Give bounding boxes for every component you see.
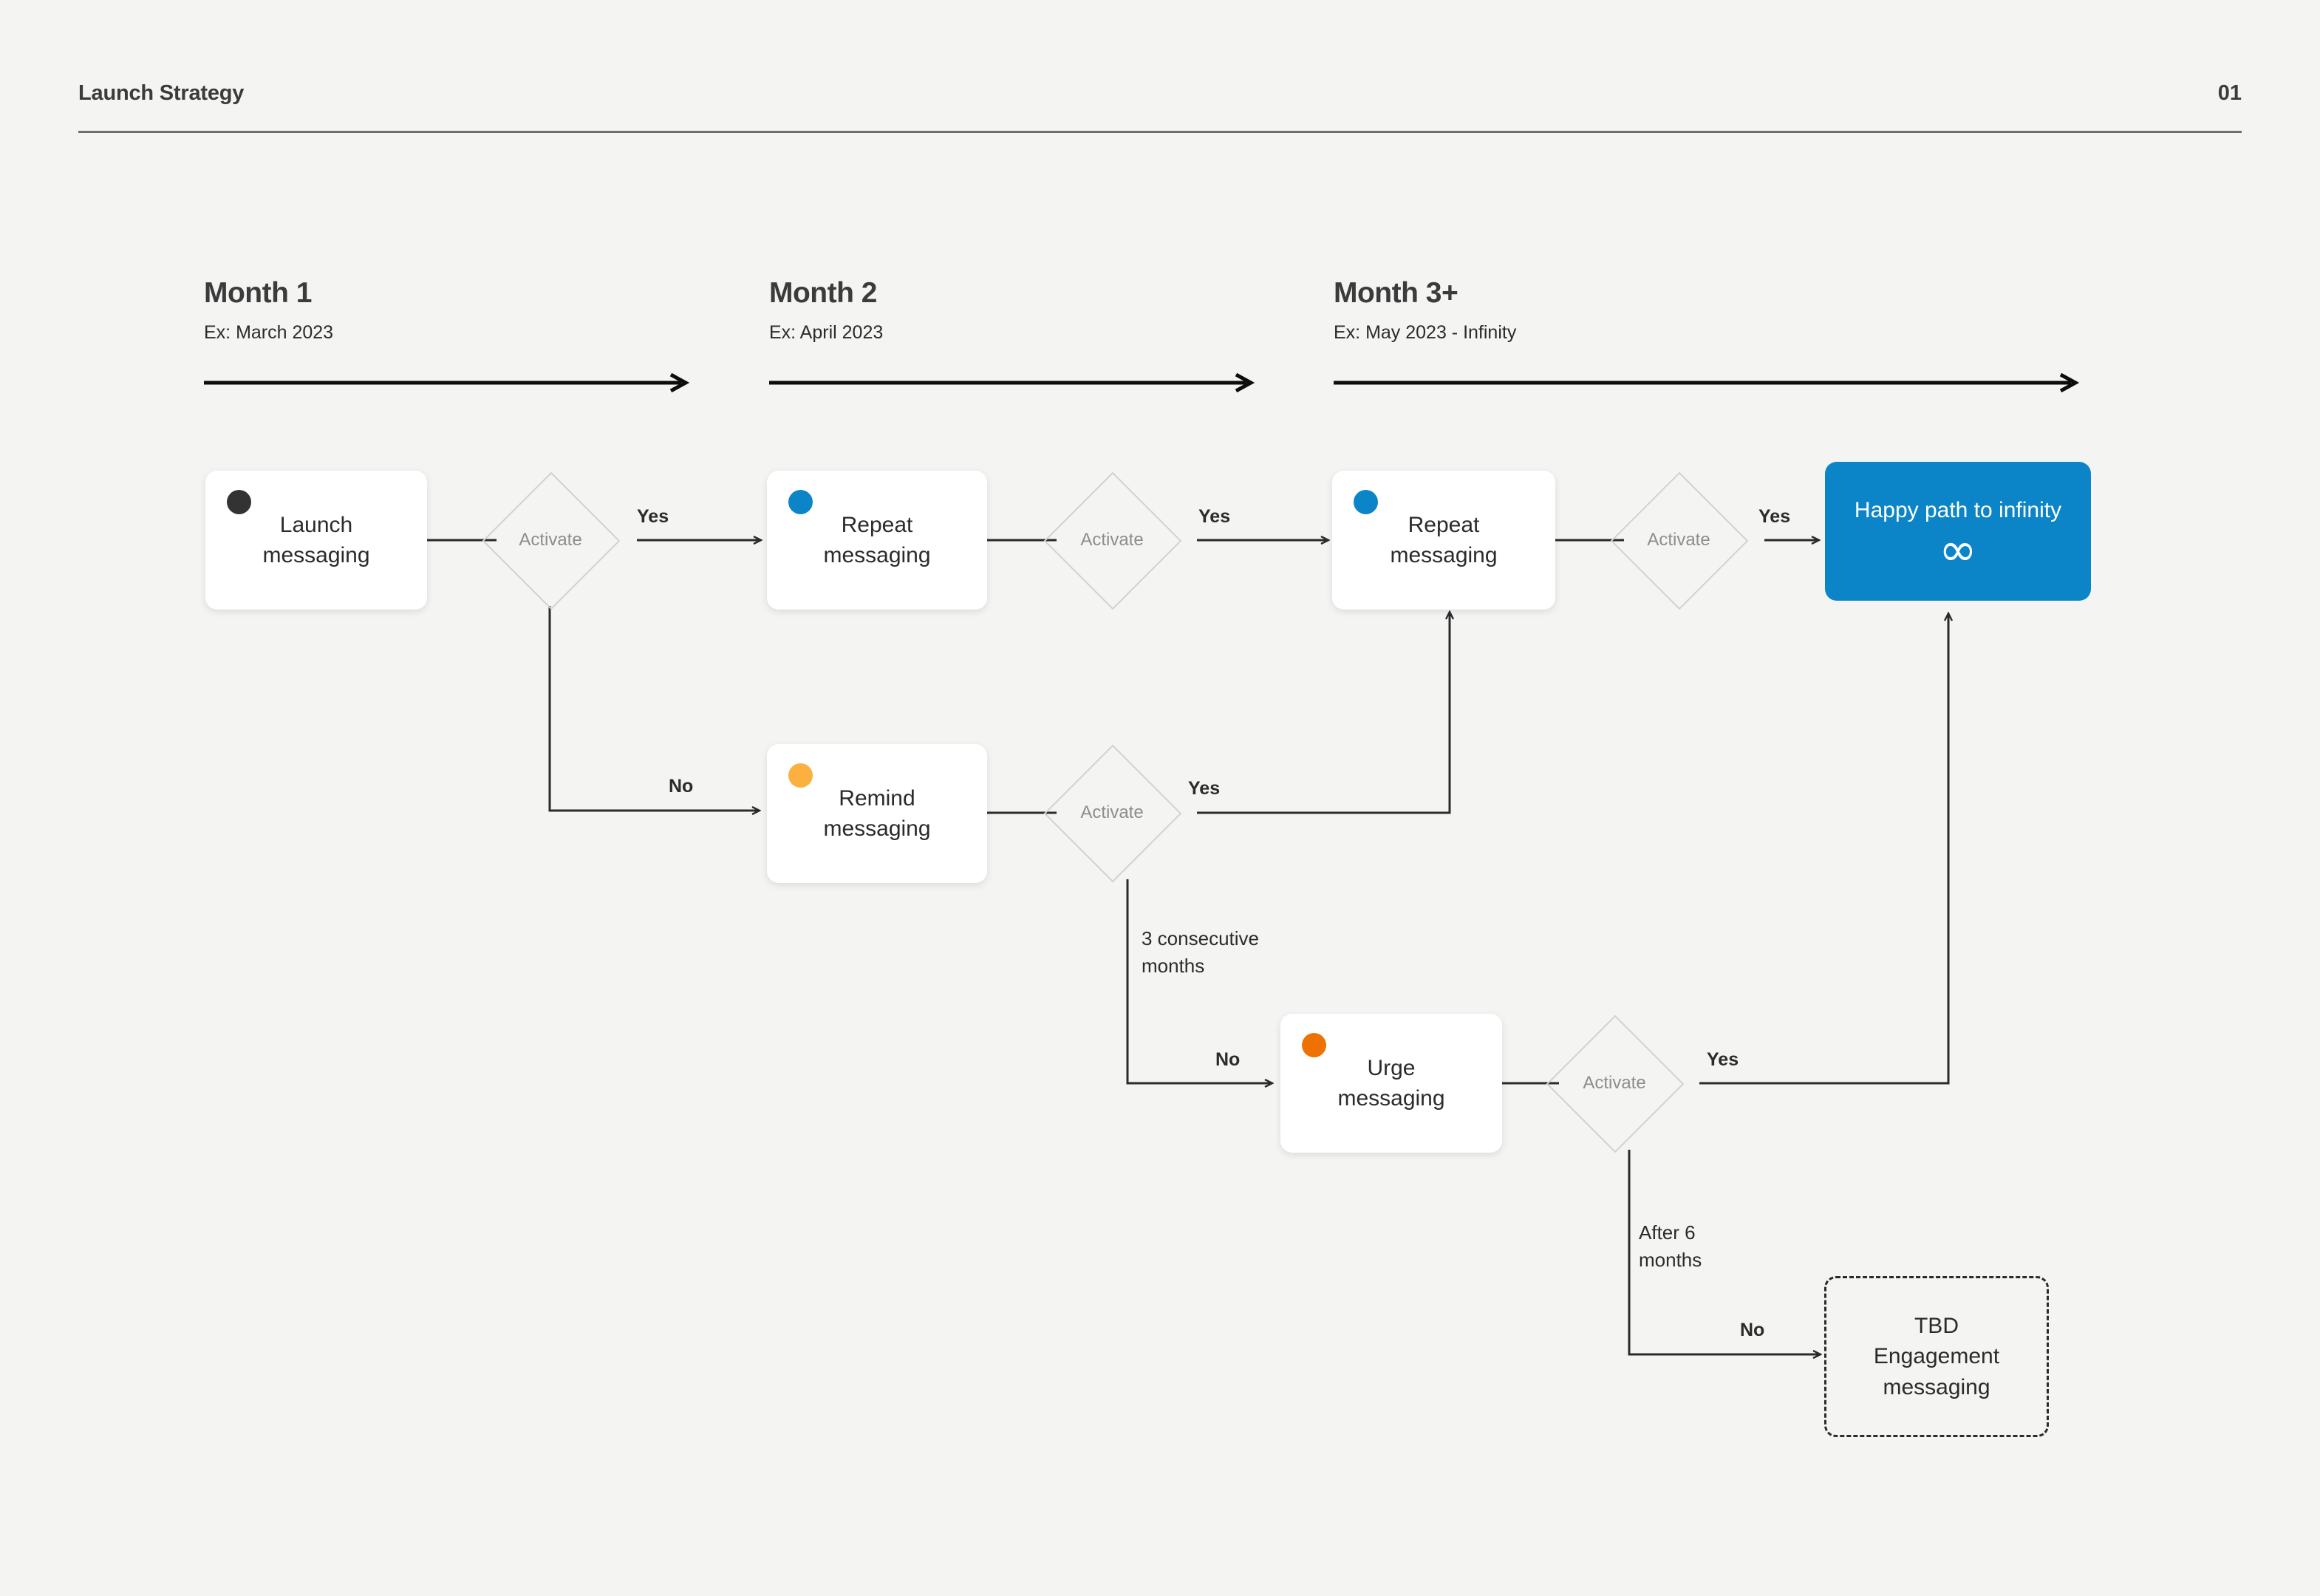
timeline-column-month-2: Month 2 Ex: April 2023 (769, 277, 1257, 392)
node-label: Repeat messaging (823, 512, 931, 567)
timeline-column-month-3: Month 3+ Ex: May 2023 - Infinity (1334, 277, 2081, 392)
header-divider (78, 131, 2242, 133)
month-title: Month 3+ (1334, 277, 1458, 309)
node-launch-messaging[interactable]: Launch messaging (205, 471, 427, 610)
page-header: Launch Strategy 01 (78, 81, 2242, 140)
decision-activate-2[interactable]: Activate (1043, 471, 1182, 610)
month-subtitle: Ex: March 2023 (204, 322, 334, 343)
node-label: Launch messaging (262, 512, 370, 567)
decision-label: Activate (519, 530, 582, 550)
timeline-column-month-1: Month 1 Ex: March 2023 (204, 277, 692, 392)
node-label: Urge messaging (1337, 1055, 1445, 1111)
status-dot-blue (1354, 490, 1378, 514)
edge-decision1-no (548, 606, 760, 811)
decision-activate-1[interactable]: Activate (482, 471, 621, 610)
month-subtitle: Ex: May 2023 - Infinity (1334, 322, 1517, 343)
node-label: TBD Engagement messaging (1873, 1314, 2000, 1399)
decision-label: Activate (1080, 802, 1144, 822)
node-urge-messaging[interactable]: Urge messaging (1280, 1014, 1502, 1153)
month-title: Month 2 (769, 277, 877, 309)
edge-label-decision2-yes: Yes (1198, 506, 1231, 527)
decision-activate-4[interactable]: Activate (1043, 744, 1182, 883)
node-label: Happy path to infinity (1854, 498, 2062, 523)
edge-note-after-six-months: After 6 months (1639, 1221, 1702, 1271)
node-label: Remind messaging (823, 785, 931, 841)
node-repeat-messaging-month2[interactable]: Repeat messaging (767, 471, 987, 610)
decision-activate-5[interactable]: Activate (1546, 1014, 1685, 1153)
page-number: 01 (2217, 81, 2242, 105)
decision-activate-3[interactable]: Activate (1610, 471, 1749, 610)
edge-decision4-yes (1197, 612, 1450, 814)
timeline-arrow-icon (204, 373, 690, 392)
edge-label-decision4-yes: Yes (1188, 778, 1221, 799)
timeline-arrow-icon (1334, 373, 2080, 392)
status-dot-amber (788, 763, 813, 788)
decision-label: Activate (1647, 530, 1710, 550)
decision-label: Activate (1583, 1073, 1646, 1093)
month-title: Month 1 (204, 277, 312, 309)
edge-decision5-yes (1699, 613, 1948, 1085)
edge-label-decision4-no: No (1215, 1049, 1241, 1070)
status-dot-orange (1302, 1033, 1326, 1057)
node-happy-path-to-infinity[interactable]: Happy path to infinity ∞ (1825, 462, 2091, 601)
edge-note-three-consecutive-months: 3 consecutive months (1142, 927, 1259, 977)
edge-decision4-no (1126, 879, 1272, 1083)
node-label: Repeat messaging (1390, 512, 1498, 567)
month-subtitle: Ex: April 2023 (769, 322, 884, 343)
edge-label-decision5-yes: Yes (1707, 1049, 1739, 1070)
status-dot-dark (227, 490, 251, 514)
edge-label-decision1-no: No (669, 776, 694, 797)
infinity-icon: ∞ (1939, 522, 1977, 577)
node-repeat-messaging-month3[interactable]: Repeat messaging (1332, 471, 1555, 610)
status-dot-blue (788, 490, 813, 514)
node-tbd-engagement-messaging[interactable]: TBD Engagement messaging (1824, 1276, 2049, 1437)
node-remind-messaging[interactable]: Remind messaging (767, 744, 987, 883)
timeline-arrow-icon (769, 373, 1255, 392)
edge-label-decision5-no: No (1740, 1320, 1765, 1340)
decision-label: Activate (1080, 530, 1144, 550)
edge-label-decision3-yes: Yes (1758, 506, 1791, 527)
page-title: Launch Strategy (78, 81, 245, 105)
edge-label-decision1-yes: Yes (637, 506, 669, 527)
